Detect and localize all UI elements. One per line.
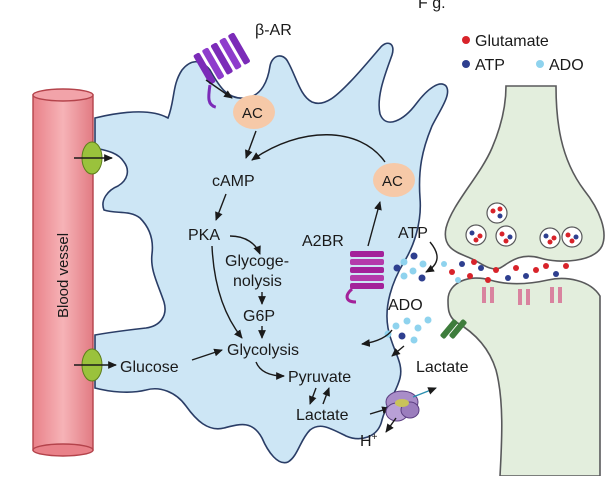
arrow-ac-top-to-camp bbox=[245, 130, 257, 159]
arrow-hplus-out bbox=[385, 417, 397, 433]
lactate-inside-label: Lactate bbox=[296, 407, 349, 424]
legend-ado-label: ADO bbox=[549, 57, 584, 74]
beta-ar-receptor bbox=[193, 32, 250, 109]
arrow-lactate-to-pyruvate bbox=[322, 387, 330, 405]
camp-label: cAMP bbox=[212, 173, 255, 190]
arrow-camp-to-pka bbox=[215, 193, 227, 221]
glycogenolysis-label-1: Glycoge- bbox=[225, 253, 289, 270]
pka-label: PKA bbox=[188, 227, 220, 244]
ado-cluster bbox=[384, 316, 432, 344]
pyruvate-label: Pyruvate bbox=[288, 369, 351, 386]
atp-ado-cluster-top bbox=[393, 252, 427, 282]
glycogenolysis-label-2: nolysis bbox=[233, 273, 282, 290]
ac-top-enzyme bbox=[233, 95, 275, 129]
h-plus-label: H+ bbox=[360, 432, 378, 450]
glucose-label: Glucose bbox=[120, 359, 179, 376]
arrow-atp-release bbox=[425, 241, 438, 273]
arrow-a2br-to-ac bbox=[367, 201, 382, 247]
synaptic-vesicles bbox=[465, 202, 583, 249]
arrow-glucose-to-glycolysis bbox=[191, 348, 223, 361]
legend-glutamate-swatch bbox=[462, 36, 470, 44]
mct-transporter bbox=[385, 390, 420, 422]
lactate-channel bbox=[440, 319, 467, 339]
legend-glutamate-label: Glutamate bbox=[475, 33, 549, 50]
g6p-label: G6P bbox=[243, 308, 275, 325]
legend: Glutamate ATP ADO bbox=[462, 33, 584, 74]
ac-right-enzyme bbox=[373, 163, 415, 197]
arrow-glycolysis-to-pyruvate bbox=[255, 361, 285, 380]
glycolysis-label: Glycolysis bbox=[227, 342, 299, 359]
arrow-ado-to-cell bbox=[361, 329, 393, 347]
legend-ado-swatch bbox=[536, 60, 544, 68]
beta-ar-label: β-AR bbox=[255, 22, 292, 39]
presynaptic-terminal bbox=[444, 85, 605, 270]
a2br-receptor bbox=[345, 251, 384, 304]
ac-right-label: AC bbox=[382, 173, 403, 190]
arrow-mct-out bbox=[412, 387, 437, 398]
atp-extracellular-label: ATP bbox=[398, 225, 428, 242]
arrow-pyruvate-to-lactate bbox=[309, 387, 317, 405]
blood-vessel: Blood vessel bbox=[32, 88, 94, 457]
top-partial-label: F g. bbox=[418, 0, 446, 12]
postsynaptic-terminal bbox=[447, 277, 601, 477]
blood-vessel-label: Blood vessel bbox=[55, 233, 72, 318]
arrow-ac-right-to-camp bbox=[251, 134, 386, 163]
arrow-pka-to-glycogenolysis bbox=[229, 235, 261, 255]
ac-top-label: AC bbox=[242, 105, 263, 122]
legend-atp-swatch bbox=[462, 60, 470, 68]
postsynaptic-receptors bbox=[482, 287, 562, 305]
synaptic-cleft-molecules bbox=[441, 259, 569, 283]
arrow-betaar-to-ac bbox=[205, 79, 233, 99]
ado-extracellular-label: ADO bbox=[388, 297, 423, 314]
legend-atp-label: ATP bbox=[475, 57, 505, 74]
arrow-pka-to-glycolysis bbox=[211, 245, 243, 339]
arrow-lactate-near bbox=[391, 345, 405, 357]
lactate-extracellular-label: Lactate bbox=[416, 359, 469, 376]
a2br-label: A2BR bbox=[302, 233, 344, 250]
